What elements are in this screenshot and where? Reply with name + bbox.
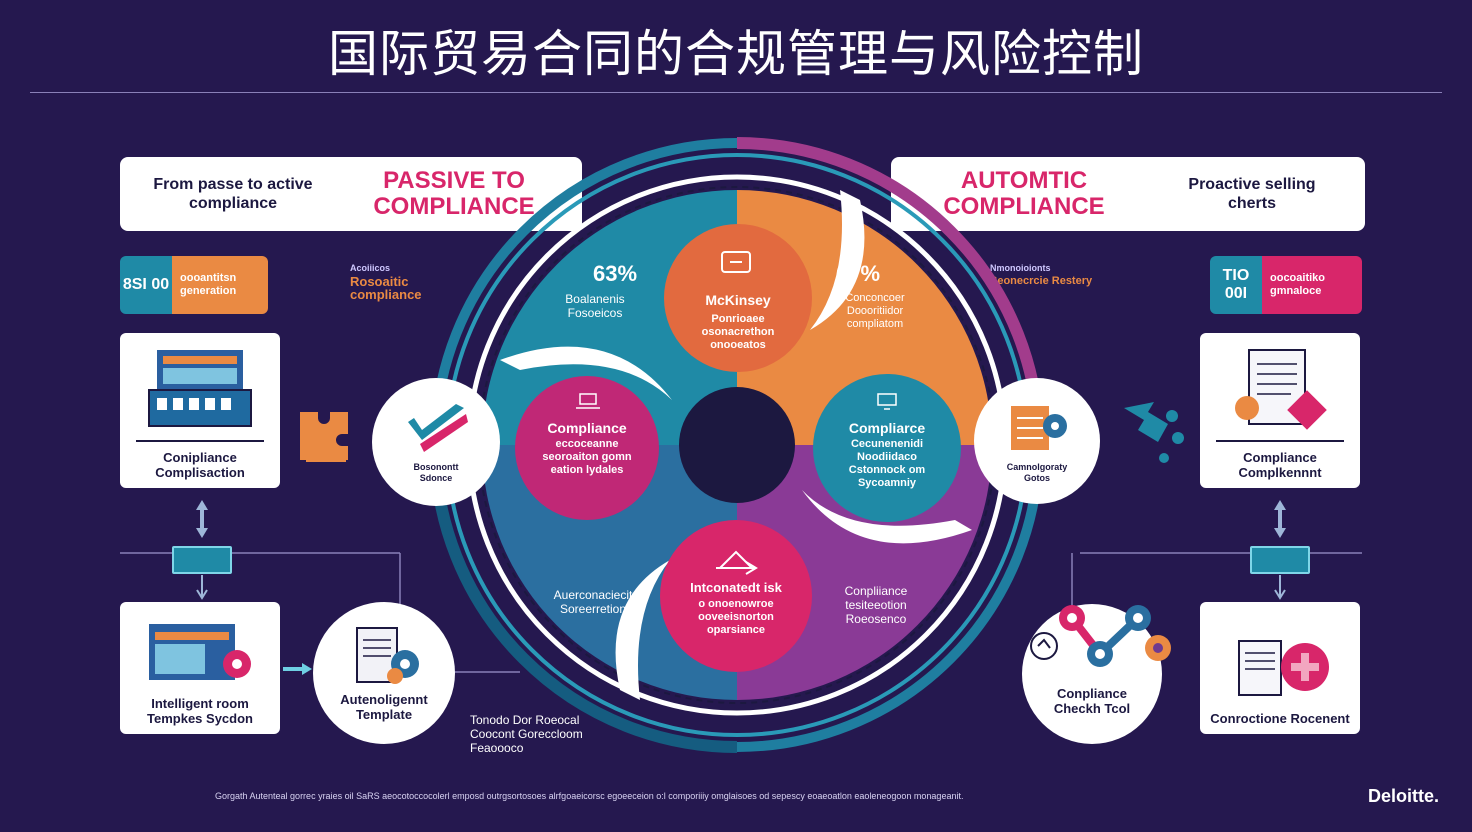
bubble-top-title: McKinsey xyxy=(705,292,771,308)
card-intelligent-room: Intelligent room Tempkes Sycdon xyxy=(120,602,280,734)
laptop-icon xyxy=(576,393,600,409)
arrow-right-top-icon xyxy=(1274,500,1286,538)
card-compliance-right: Compliance Complkennnt xyxy=(1200,333,1360,488)
bubble-bottom-text: o onoenowroe ooveeisnorton oparsiance xyxy=(698,598,774,636)
puzzle-left-icon xyxy=(300,412,348,462)
bubble-bottom-title: Intconatedt isk xyxy=(690,580,782,595)
dashboard-icon xyxy=(148,350,252,427)
hub-swirls xyxy=(500,190,972,700)
banner-automatic: AUTOMTIC COMPLIANCE Proactive selling ch… xyxy=(891,157,1365,231)
hub-pct-left-label: Boalanenis Fosoeicos xyxy=(565,292,625,320)
circle-right-mid: Camnolgoraty Gotos xyxy=(974,378,1100,504)
tag-icon xyxy=(721,251,751,273)
arrow-right-down-icon xyxy=(1274,575,1286,600)
circle-left-mid: Bosonontt Sdonce xyxy=(372,378,500,506)
document-plus-icon xyxy=(1238,640,1329,696)
bubble-right-title: Compliarce xyxy=(848,420,926,436)
puzzle-right-icon xyxy=(1124,402,1184,463)
stat-right: TIO 00I oocoaitiko gmnaloce xyxy=(1210,256,1362,314)
hub-pct-left: 63% xyxy=(592,261,638,286)
stat-left: 8SI 00 oooantitsn generation xyxy=(120,256,268,314)
bubble-left-text: eccoceanne seoroaiton gomn eation lydale… xyxy=(542,438,632,476)
page-title: 国际贸易合同的合规管理与风险控制 xyxy=(328,25,1144,83)
circle-left-mid-label: Bosonontt Sdonce xyxy=(413,462,459,483)
arrow-left-right-icon xyxy=(283,663,312,675)
monitor-icon xyxy=(877,393,897,410)
bubble-right-text: Cecunenenidi Noodiidaco Cstonnock om Syc… xyxy=(848,438,926,489)
note-right-main: Seonecrcie Restery xyxy=(990,275,1093,287)
hub-core xyxy=(679,387,795,503)
circle-left-bottom: Autenoligennt Template xyxy=(313,602,455,744)
template-screen-icon xyxy=(149,624,251,680)
circle-left-bottom-label: Autenoligennt Template xyxy=(340,692,428,722)
arrow-left-down-icon xyxy=(196,575,208,600)
stat-left-label: oooantitsn generation xyxy=(172,256,268,314)
card-correction: Conroctione Rocenent xyxy=(1200,602,1360,734)
note-right: Nmonoioionts Seonecrcie Restery xyxy=(990,262,1110,288)
card-compliance-left: Conipliance Complisaction xyxy=(120,333,280,488)
brand-logo: Deloitte. xyxy=(1368,786,1440,806)
title-divider xyxy=(30,92,1442,93)
card-correction-label: Conroctione Rocenent xyxy=(1210,711,1350,726)
circle-right-mid-label: Camnolgoraty Gotos xyxy=(1006,462,1068,483)
banner-passive: From passe to active compliance PASSIVE … xyxy=(120,157,582,231)
banner-automatic-title: AUTOMTIC COMPLIANCE xyxy=(943,167,1105,220)
hub-pct-right: 67% xyxy=(835,261,881,286)
checkmark-icon xyxy=(408,404,468,452)
left-connectors xyxy=(120,552,1362,673)
right-node-box xyxy=(1250,546,1310,574)
bottom-note: Tonodo Dor Roeocal Coocont Goreccloom Fe… xyxy=(470,713,583,755)
left-node-box xyxy=(172,546,232,574)
bubble-left xyxy=(515,376,659,520)
hub-bottom-right-text: Conpliiance tesiteeotion Roeosenco xyxy=(844,584,908,626)
stat-right-label: oocoaitiko gmnaloce xyxy=(1262,256,1362,314)
bubble-bottom xyxy=(660,520,812,672)
bubble-top xyxy=(664,224,812,372)
banner-automatic-subtitle: Proactive selling cherts xyxy=(1188,176,1316,212)
card-compliance-left-label: Conipliance Complisaction xyxy=(155,450,245,480)
note-left: Acoiiicos Rosoaitic compliance xyxy=(350,262,470,301)
note-left-main: Rosoaitic compliance xyxy=(350,274,422,302)
card-compliance-right-label: Compliance Complkennnt xyxy=(1238,450,1322,480)
stat-right-number: TIO 00I xyxy=(1210,256,1262,314)
hub-bottom-left-text: Auerconaciecit Soreerretion xyxy=(553,588,633,616)
scale-icon xyxy=(716,550,758,575)
bubble-left-title: Compliance xyxy=(547,420,627,436)
folder-gear-icon xyxy=(1011,406,1067,450)
stat-left-number: 8SI 00 xyxy=(120,256,172,314)
footer-source: Gorgath Autenteal gorrec yraies oil SaRS… xyxy=(215,791,964,801)
bubble-top-text: Ponrioaee osonacrethon onooeatos xyxy=(701,313,775,351)
report-icon xyxy=(1235,349,1327,430)
hub-pct-right-label: Conconcoer Doooritiidor compliatom xyxy=(845,292,905,330)
card-intelligent-room-label: Intelligent room Tempkes Sycdon xyxy=(147,696,253,726)
circle-right-bottom: Conpliance Checkh Tcol xyxy=(1022,604,1162,744)
card-rule xyxy=(136,440,264,442)
card-rule xyxy=(1216,440,1344,442)
document-gear-icon xyxy=(356,627,419,684)
banner-passive-subtitle: From passe to active compliance xyxy=(153,176,313,212)
banner-passive-title: PASSIVE TO COMPLIANCE xyxy=(373,167,535,220)
note-right-tiny: Nmonoioionts xyxy=(990,263,1051,273)
circle-right-bottom-label: Conpliance Checkh Tcol xyxy=(1053,686,1131,716)
bubble-right xyxy=(813,374,961,522)
network-icon xyxy=(1030,605,1171,667)
note-left-tiny: Acoiiicos xyxy=(350,263,391,273)
arrow-left-top-icon xyxy=(196,500,208,538)
